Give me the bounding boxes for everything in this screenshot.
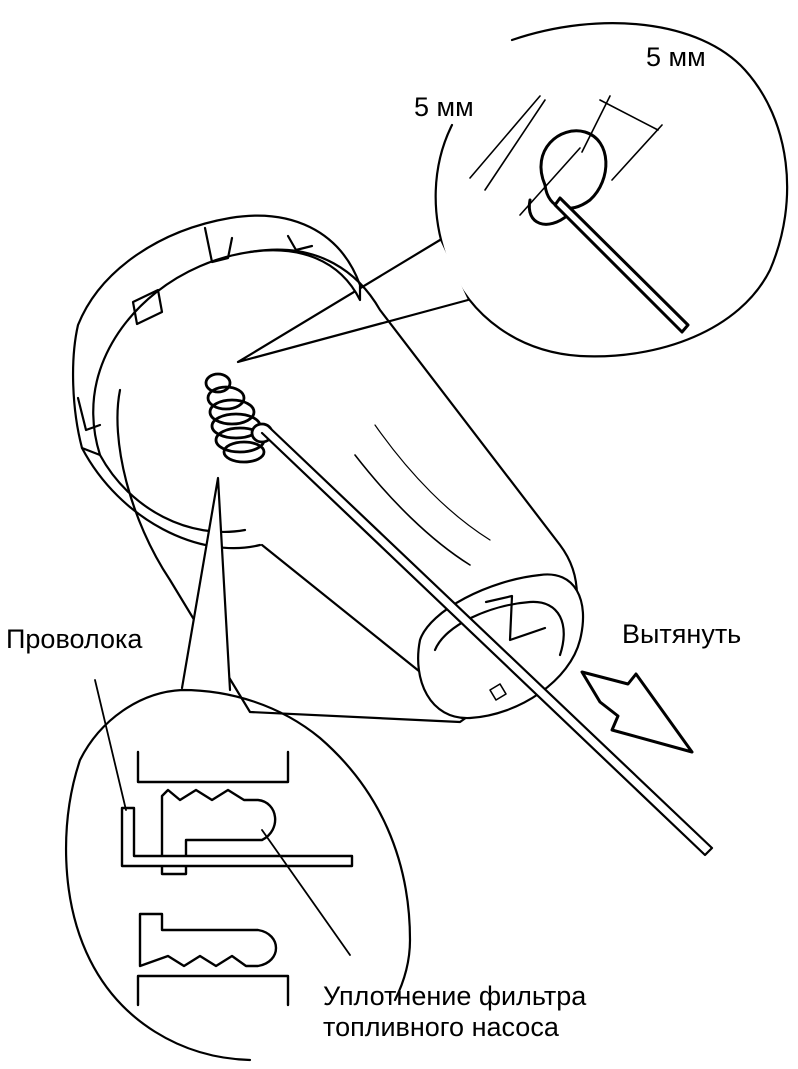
wire-label: Проволока	[6, 624, 143, 654]
seal-detail-circle	[64, 688, 412, 1062]
outlet-square	[489, 683, 507, 701]
hook-dimension-lines	[469, 95, 663, 216]
seal-cross-section	[120, 750, 354, 1007]
wire-cross-section	[120, 806, 354, 868]
pull-arrow	[580, 670, 694, 754]
outlet-tab	[484, 594, 547, 642]
pull-label: Вытянуть	[622, 619, 742, 649]
hook-detail-callout	[236, 22, 789, 364]
wire-leader-line	[94, 679, 127, 811]
dimension-label-right: 5 мм	[646, 42, 706, 72]
seal-label-line1: Уплотнение фильтра	[323, 981, 587, 1011]
hook-detail-circle	[434, 22, 789, 358]
seal-label: Уплотнение фильтра топливного насоса	[323, 981, 586, 1043]
long-wire	[260, 426, 714, 857]
cap-notch	[76, 396, 102, 432]
seal-detail-pointer	[180, 476, 232, 692]
hook-detail-pointer	[236, 238, 470, 364]
cap-slot	[131, 288, 164, 326]
wire-coil	[204, 372, 274, 464]
dimension-label-left: 5 мм	[414, 92, 474, 122]
seal-detail-callout	[64, 476, 412, 1062]
cap-notch	[203, 226, 234, 264]
wire-hook	[527, 129, 690, 334]
seal-leader-line	[261, 829, 351, 956]
seal-label-line2: топливного насоса	[323, 1012, 559, 1043]
fuel-pump-body	[71, 214, 585, 724]
